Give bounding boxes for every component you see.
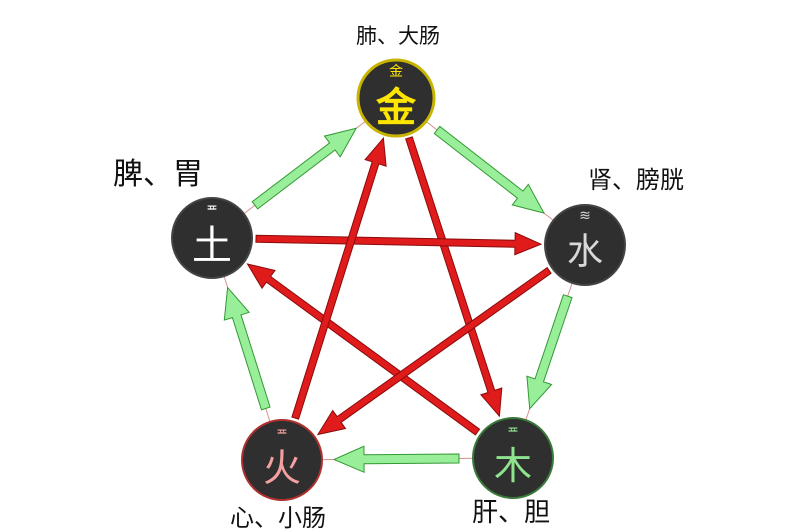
water-circle <box>544 204 626 286</box>
water-node: ≋ 水 <box>544 204 626 286</box>
controlling-arrow-wood-to-earth <box>246 263 481 436</box>
earth-glyph: 土 <box>192 223 232 269</box>
generating-arrow-metal-to-water <box>433 125 545 214</box>
water-mark: ≋ <box>579 208 591 224</box>
water-organs-label: 肾、膀胱 <box>588 166 684 194</box>
five-elements-diagram: 金 金 ≋ 水 ≖ 木 ≖ 火 ≖ 土 <box>171 58 626 501</box>
metal-node: 金 金 <box>356 58 436 138</box>
metal-mark: 金 <box>389 64 403 80</box>
earth-circle <box>171 197 253 279</box>
generating-arrows <box>223 125 573 474</box>
wood-mark: ≖ <box>507 422 519 438</box>
controlling-arrow-earth-to-water <box>255 231 543 256</box>
controlling-arrows <box>246 136 552 436</box>
wood-circle <box>472 417 554 499</box>
generating-arrow-wood-to-fire <box>332 445 460 474</box>
water-glyph: 水 <box>567 232 603 273</box>
generating-arrow-water-to-wood <box>526 294 573 410</box>
earth-node: ≖ 土 <box>171 197 253 279</box>
generating-arrow-earth-to-metal <box>251 127 358 210</box>
generating-arrow-fire-to-earth <box>223 286 271 411</box>
controlling-arrow-water-to-fire <box>316 266 552 436</box>
metal-organs-label: 肺、大肠 <box>356 24 440 48</box>
fire-node: ≖ 火 <box>241 419 323 501</box>
wood-organs-label: 肝、胆 <box>472 498 551 528</box>
fire-organs-label: 心、小肠 <box>230 504 326 532</box>
controlling-arrow-fire-to-metal <box>291 136 387 420</box>
fire-mark: ≖ <box>276 424 288 440</box>
controlling-arrow-metal-to-wood <box>405 136 503 418</box>
metal-circle <box>356 58 436 138</box>
wood-node: ≖ 木 <box>472 417 554 499</box>
earth-mark: ≖ <box>206 200 218 216</box>
earth-organs-label: 脾、胃 <box>113 157 203 192</box>
fire-glyph: 火 <box>263 446 301 490</box>
wood-glyph: 木 <box>494 444 532 488</box>
fire-circle <box>241 419 323 501</box>
metal-glyph: 金 <box>375 85 417 131</box>
